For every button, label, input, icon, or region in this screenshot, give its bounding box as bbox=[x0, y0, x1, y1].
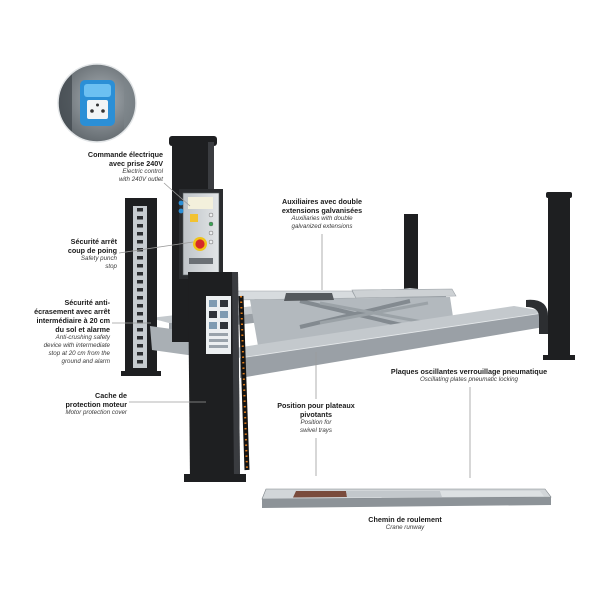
leader-punch-stop bbox=[118, 241, 194, 254]
scissor-arm bbox=[299, 299, 411, 329]
label-fr-line: Sécurité anti- bbox=[64, 298, 110, 307]
label-en-line: with 240V outlet bbox=[118, 176, 163, 183]
label-en-line: Safety punch bbox=[80, 255, 117, 262]
label-en-line: stop bbox=[105, 263, 117, 270]
label-en-line: Auxiliaries with double bbox=[291, 215, 353, 222]
runway-front-face bbox=[240, 312, 550, 378]
label-fr-line: écrasement avec arrêt bbox=[34, 307, 110, 316]
label-fr-line: Chemin de roulement bbox=[368, 515, 442, 524]
control-label-sticker bbox=[188, 197, 213, 209]
blue-indicator bbox=[178, 200, 184, 206]
crane-runway-piece bbox=[261, 488, 552, 508]
label-en-line: Crane runway bbox=[385, 524, 425, 531]
label-fr-line: Position pour plateaux bbox=[277, 401, 355, 410]
runway-piece-segment bbox=[440, 491, 544, 497]
electric-outlet-icon bbox=[80, 80, 115, 126]
label-fr-line: avec prise 240V bbox=[109, 159, 163, 168]
label-fr-line: Commande électrique bbox=[87, 150, 163, 159]
indicator-lamp bbox=[208, 221, 214, 227]
runway-piece-face bbox=[262, 497, 551, 508]
label-en-line: galvanized extensions bbox=[291, 223, 353, 230]
indicator-lamp bbox=[208, 230, 214, 236]
label-punch-stop: Sécurité arrêt coup de poing Safety punc… bbox=[68, 237, 117, 271]
label-fr-line: Sécurité arrêt bbox=[70, 237, 117, 246]
label-electric-control: Commande électrique avec prise 240V Elec… bbox=[88, 150, 163, 184]
scissor-arm bbox=[319, 301, 429, 325]
galvanized-extension-right bbox=[351, 288, 457, 299]
blue-indicator bbox=[178, 208, 184, 214]
outlet-inset bbox=[57, 63, 137, 143]
label-fr-line: intermédiaire à 20 cm bbox=[36, 316, 110, 325]
label-en-line: device with intermediate bbox=[43, 342, 110, 349]
label-oscillating-plates: Plaques oscillantes verrouillage pneumat… bbox=[378, 367, 560, 384]
label-auxiliaries: Auxiliaires avec double extensions galva… bbox=[262, 197, 382, 231]
label-fr-line: Plaques oscillantes verrouillage pneumat… bbox=[390, 367, 548, 376]
runway-ramp-end bbox=[526, 299, 548, 334]
leader-electric-control bbox=[163, 182, 191, 207]
label-en-line: Position for bbox=[300, 419, 332, 426]
post-front-left bbox=[169, 136, 250, 482]
label-en-line: Anti-crushing safety bbox=[55, 334, 110, 341]
label-fr-line: Auxiliaires avec double bbox=[282, 197, 362, 206]
indicator-lamp bbox=[208, 212, 214, 218]
label-anti-crush: Sécurité anti- écrasement avec arrêt int… bbox=[34, 298, 110, 366]
label-en-line: stop at 20 cm from the bbox=[48, 350, 110, 357]
leader-lines bbox=[112, 182, 471, 478]
label-fr-line: protection moteur bbox=[65, 400, 128, 409]
label-fr-line: du sol et alarme bbox=[55, 325, 110, 334]
indicator-lamp bbox=[208, 239, 214, 245]
label-motor-cover: Cache de protection moteur Motor protect… bbox=[65, 391, 127, 417]
label-fr-line: extensions galvanisées bbox=[281, 206, 363, 215]
control-box bbox=[178, 189, 223, 279]
label-crane-runway: Chemin de roulement Crane runway bbox=[345, 515, 465, 532]
label-en-line: Oscillating plates pneumatic locking bbox=[419, 376, 519, 383]
post-base-plate bbox=[184, 474, 246, 482]
label-en-line: Electric control bbox=[122, 168, 163, 175]
label-fr-line: coup de poing bbox=[67, 246, 117, 255]
runway-front bbox=[222, 306, 551, 378]
runway-piece-insert bbox=[293, 491, 347, 498]
jack-pad bbox=[284, 293, 334, 301]
post-front-right bbox=[526, 192, 575, 360]
label-swivel-trays: Position pour plateaux pivotants Positio… bbox=[256, 401, 376, 435]
safety-lock-ladder bbox=[133, 206, 147, 368]
cable-gland bbox=[189, 258, 213, 264]
label-fr-line: Cache de bbox=[95, 391, 127, 400]
motor-protection-cover bbox=[188, 272, 240, 480]
inset-panel-edge-right bbox=[124, 64, 136, 142]
label-en-line: swivel trays bbox=[300, 427, 332, 434]
label-en-line: ground and alarm bbox=[61, 358, 111, 365]
cable-drag-chain bbox=[238, 295, 250, 471]
inset-ring bbox=[57, 63, 137, 143]
runway-piece-segment bbox=[346, 491, 442, 497]
emergency-stop-button-icon bbox=[193, 237, 207, 251]
warning-sticker bbox=[190, 214, 198, 222]
label-fr-line: pivotants bbox=[300, 410, 332, 419]
runway-front-top bbox=[222, 306, 550, 358]
label-en-line: Motor protection cover bbox=[65, 409, 127, 416]
